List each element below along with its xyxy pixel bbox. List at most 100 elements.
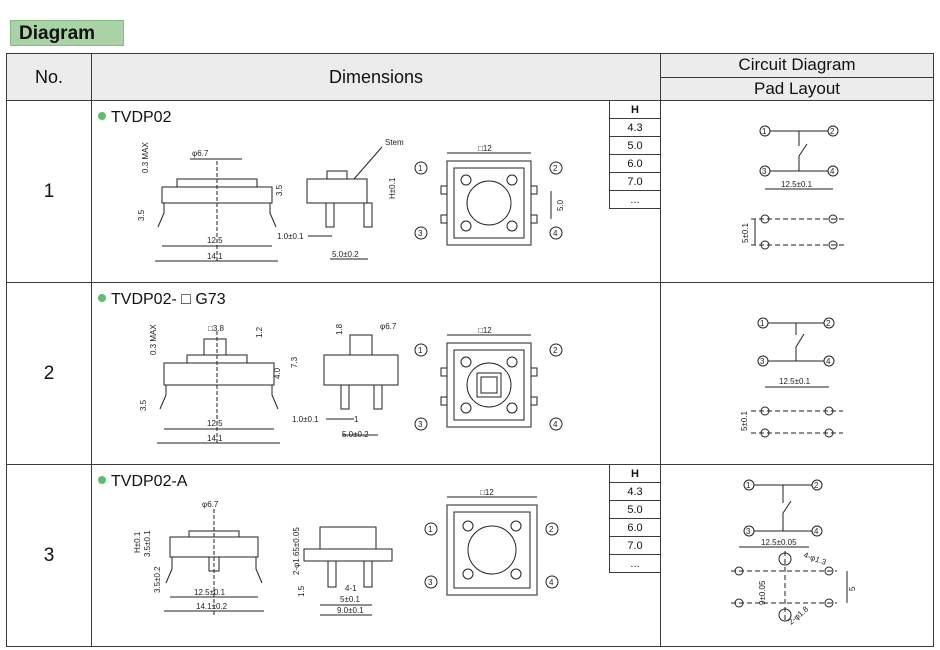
svg-text:2: 2 — [549, 525, 554, 534]
svg-text:1: 1 — [746, 481, 751, 490]
svg-text:12.5: 12.5 — [207, 236, 223, 245]
circuit-cell: 1 2 3 4 12.5±0.1 5±0.1 — [660, 100, 934, 283]
svg-text:2-φ1.65±0.05: 2-φ1.65±0.05 — [292, 527, 301, 575]
svg-text:14.1: 14.1 — [207, 434, 223, 443]
height-table: H 4.3 5.0 6.0 7.0 ... — [609, 464, 661, 573]
bullet-icon — [98, 112, 106, 120]
svg-text:φ6.7: φ6.7 — [202, 500, 219, 509]
svg-text:1.2: 1.2 — [255, 326, 264, 338]
svg-text:1: 1 — [428, 525, 433, 534]
svg-text:3: 3 — [762, 167, 767, 176]
dimension-drawing: φ6.7 0.3 MAX 3.5 3.5 12.5 14.1 Stem H±0.… — [137, 138, 565, 262]
svg-text:5.0±0.2: 5.0±0.2 — [342, 430, 369, 439]
svg-text:12.5±0.1: 12.5±0.1 — [194, 588, 226, 597]
spec-table: No. Dimensions Circuit Diagram Pad Layou… — [6, 53, 934, 647]
svg-text:0.3 MAX: 0.3 MAX — [149, 324, 158, 355]
svg-text:1: 1 — [762, 127, 767, 136]
circuit-cell: 1 2 3 4 12.5±0.1 5±0.1 — [660, 282, 934, 465]
row-number: 3 — [6, 464, 92, 647]
svg-text:0.3 MAX: 0.3 MAX — [141, 142, 150, 173]
svg-text:4: 4 — [814, 527, 819, 536]
height-table: H 4.3 5.0 6.0 7.0 ... — [609, 100, 661, 209]
svg-text:12.5±0.1: 12.5±0.1 — [781, 180, 813, 189]
dimensions-cell: TVDP02-A H 4.3 5.0 6.0 7.0 ... — [91, 464, 661, 647]
model-name: TVDP02-A — [98, 473, 187, 491]
svg-text:2: 2 — [553, 346, 558, 355]
svg-text:3: 3 — [428, 578, 433, 587]
svg-text:12.5±0.05: 12.5±0.05 — [761, 538, 797, 547]
svg-text:1: 1 — [760, 319, 765, 328]
svg-text:3: 3 — [760, 357, 765, 366]
circuit-diagram: 1 2 3 4 12.5±0.1 5±0.1 — [741, 125, 847, 250]
bullet-icon — [98, 476, 106, 484]
header-pad-layout: Pad Layout — [660, 76, 934, 101]
svg-text:3: 3 — [746, 527, 751, 536]
svg-text:1.0±0.1: 1.0±0.1 — [292, 415, 319, 424]
svg-text:9.0±0.1: 9.0±0.1 — [337, 606, 364, 615]
svg-text:4: 4 — [826, 357, 831, 366]
svg-text:5±0.1: 5±0.1 — [340, 595, 361, 604]
svg-text:1: 1 — [418, 164, 423, 173]
svg-text:4.0: 4.0 — [273, 367, 282, 379]
svg-text:14.1±0.2: 14.1±0.2 — [196, 602, 228, 611]
svg-text:5: 5 — [848, 586, 857, 591]
svg-text:□12: □12 — [478, 326, 492, 335]
bullet-icon — [98, 294, 106, 302]
header-dimensions: Dimensions — [91, 53, 661, 101]
svg-text:3: 3 — [418, 229, 423, 238]
svg-text:4-φ1.3: 4-φ1.3 — [802, 550, 828, 567]
section-title: Diagram — [10, 20, 124, 46]
svg-text:12.5±0.1: 12.5±0.1 — [779, 377, 811, 386]
svg-text:1: 1 — [418, 346, 423, 355]
svg-text:3.5: 3.5 — [137, 209, 146, 221]
svg-text:14.1: 14.1 — [207, 252, 223, 261]
svg-text:5±0.1: 5±0.1 — [741, 222, 750, 243]
svg-text:H±0.1: H±0.1 — [133, 531, 142, 553]
svg-text:□3.8: □3.8 — [208, 324, 225, 333]
svg-text:H±0.1: H±0.1 — [388, 177, 397, 199]
svg-text:7.3: 7.3 — [290, 356, 299, 368]
table-row: 2 TVDP02- □ G73 — [6, 282, 934, 465]
svg-text:4: 4 — [830, 167, 835, 176]
svg-text:2: 2 — [826, 319, 831, 328]
svg-text:1: 1 — [354, 415, 359, 424]
dimension-drawing: 0.3 MAX □3.8 1.2 7.3 4.0 3.5 12.5 14.1 1… — [139, 322, 563, 444]
svg-text:2: 2 — [830, 127, 835, 136]
svg-text:□12: □12 — [478, 144, 492, 153]
circuit-diagram: 1 2 3 4 12.5±0.1 5±0.1 — [740, 317, 843, 438]
header-no: No. — [6, 53, 92, 101]
svg-text:5.0: 5.0 — [556, 199, 565, 211]
svg-text:Stem: Stem — [385, 138, 404, 147]
svg-text:φ6.7: φ6.7 — [192, 149, 209, 158]
svg-text:1.5: 1.5 — [297, 585, 306, 597]
table-row: 3 TVDP02-A H 4.3 5.0 6.0 7.0 ... — [6, 464, 934, 647]
row-number: 1 — [6, 100, 92, 283]
circuit-diagram: 1 2 3 4 12.5±0.05 4-φ1.3 9±0.05 5 2-φ1.8 — [731, 479, 857, 627]
svg-text:1.0±0.1: 1.0±0.1 — [277, 232, 304, 241]
svg-text:2-φ1.8: 2-φ1.8 — [787, 604, 811, 626]
svg-text:2: 2 — [553, 164, 558, 173]
circuit-cell: 1 2 3 4 12.5±0.05 4-φ1.3 9±0.05 5 2-φ1.8 — [660, 464, 934, 647]
svg-text:3.5±0.1: 3.5±0.1 — [143, 530, 152, 557]
svg-text:1.8: 1.8 — [335, 323, 344, 335]
svg-text:φ6.7: φ6.7 — [380, 322, 397, 331]
svg-text:5.0±0.2: 5.0±0.2 — [332, 250, 359, 259]
dimensions-cell: TVDP02 H 4.3 5.0 6.0 7.0 ... — [91, 100, 661, 283]
header-circuit-diagram: Circuit Diagram — [660, 53, 934, 78]
svg-text:4: 4 — [553, 229, 558, 238]
table-row: 1 TVDP02 H 4.3 5.0 6.0 7.0 ... — [6, 100, 934, 283]
model-name: TVDP02 — [98, 109, 171, 127]
svg-text:2: 2 — [814, 481, 819, 490]
svg-text:3.5: 3.5 — [275, 184, 284, 196]
svg-text:□12: □12 — [480, 488, 494, 497]
svg-text:3: 3 — [418, 420, 423, 429]
svg-text:5±0.1: 5±0.1 — [740, 410, 749, 431]
model-name: TVDP02- □ G73 — [98, 291, 226, 309]
svg-text:4-1: 4-1 — [345, 584, 357, 593]
svg-text:3.5±0.2: 3.5±0.2 — [153, 566, 162, 593]
svg-text:3.5: 3.5 — [139, 399, 148, 411]
svg-text:4: 4 — [549, 578, 554, 587]
svg-text:4: 4 — [553, 420, 558, 429]
svg-text:9±0.05: 9±0.05 — [758, 580, 767, 605]
svg-text:12.5: 12.5 — [207, 419, 223, 428]
